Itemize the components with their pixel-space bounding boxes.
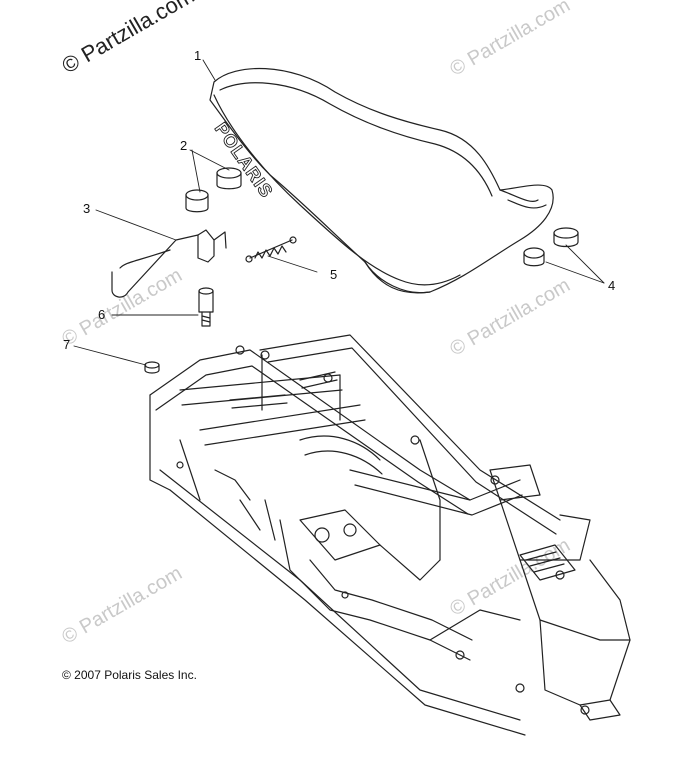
grommet	[144, 361, 160, 374]
callout-2: 2	[180, 138, 188, 153]
latch-rod	[111, 229, 227, 298]
rear-bumper-pair	[523, 227, 579, 267]
callout-6: 6	[98, 307, 106, 322]
latch-spring	[245, 236, 297, 263]
copyright-notice: © 2007 Polaris Sales Inc.	[62, 668, 197, 682]
seat-post	[198, 287, 214, 327]
seat-logo-text: POLARIS	[211, 119, 277, 202]
callout-4: 4	[608, 278, 616, 293]
callout-5: 5	[330, 267, 338, 282]
seat	[209, 67, 554, 294]
seat-bumper-pair	[185, 167, 242, 213]
callout-7: 7	[63, 337, 71, 352]
callout-3: 3	[83, 201, 91, 216]
vehicle-frame	[149, 334, 631, 736]
leader-lines	[73, 59, 605, 366]
callout-1: 1	[194, 48, 202, 63]
